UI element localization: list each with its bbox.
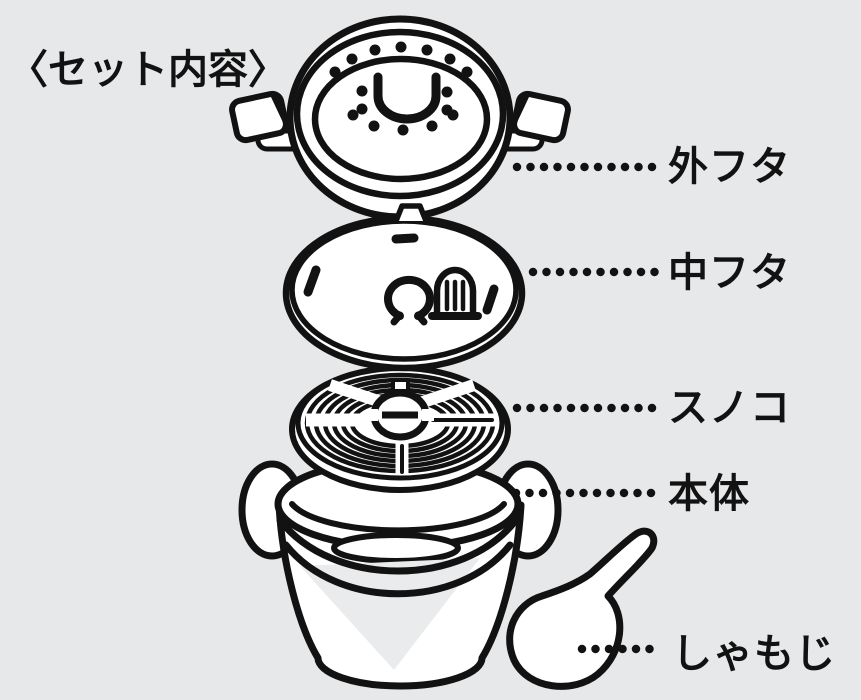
drainboard-top-tab [391, 378, 410, 393]
outer-lid-inner-panel [311, 55, 491, 183]
label-drainboard: スノコ [668, 386, 791, 430]
outer-lid-vent-holes [329, 41, 473, 136]
label-rice-paddle: しゃもじ [672, 632, 836, 676]
rice-paddle-illustration [506, 527, 658, 690]
outer-lid-rim-ring [293, 28, 507, 200]
outer-lid-illustration [229, 15, 571, 224]
outer-lid-right-clip [509, 90, 571, 144]
label-main-body: 本体 [668, 472, 750, 516]
outer-lid-left-clip [229, 90, 291, 144]
leader-lines [511, 162, 665, 654]
pot-rim-inner-edge [289, 501, 507, 534]
drainboard-illustration [289, 365, 511, 493]
inner-lid-illustration [282, 214, 526, 372]
pot-inner-bottom [331, 532, 461, 564]
pot-band-lower [282, 541, 514, 598]
label-outer-lid: 外フタ [668, 145, 791, 189]
inner-lid-steam-vent [428, 266, 482, 320]
inner-lid-left-dash [303, 265, 321, 297]
inner-lid-right-dash [482, 284, 499, 315]
drainboard-center-hub [366, 389, 434, 441]
label-inner-lid: 中フタ [668, 251, 791, 295]
outer-lid-u-handle [373, 72, 441, 124]
pot-band-upper [276, 516, 520, 575]
outer-lid-bottom-tab [393, 203, 429, 224]
inner-lid-top-dash [391, 233, 419, 244]
inner-lid-knob [384, 275, 434, 326]
page-title: 〈セット内容〉 [8, 48, 288, 92]
